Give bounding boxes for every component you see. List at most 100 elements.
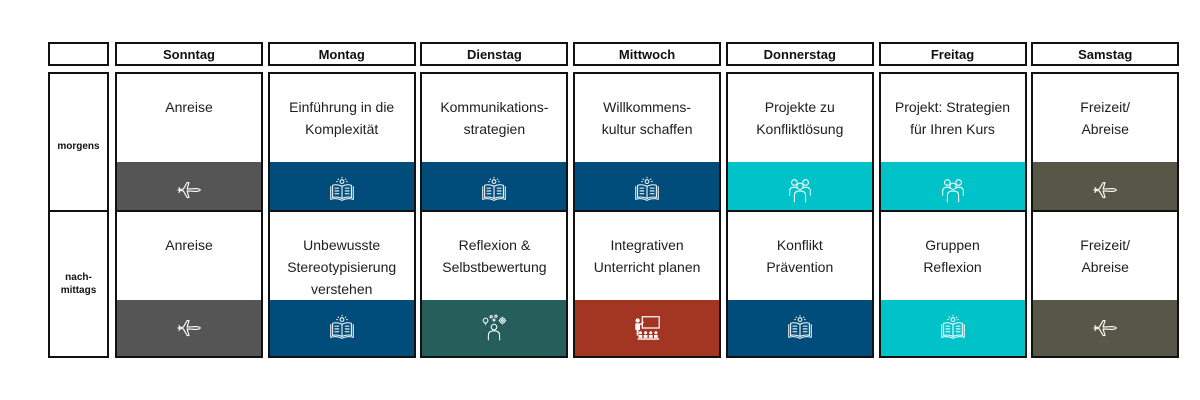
day-header: Dienstag: [420, 42, 569, 66]
time-of-day-label: nach-mittags: [48, 210, 109, 358]
session-cell: Freizeit/Abreise: [1031, 72, 1180, 220]
session-title: Reflexion & Selbstbewertung: [422, 212, 566, 288]
session-color-band: [422, 300, 567, 356]
session-title-text: Freizeit/Abreise: [1080, 96, 1130, 150]
session-title-line: Stereotypisierung: [287, 259, 397, 275]
open-book-icon: [785, 313, 815, 343]
session-title-line: für Ihren Kurs: [910, 121, 995, 137]
session-title-line: Kommunikations-: [440, 99, 549, 115]
day-header: Donnerstag: [725, 42, 874, 66]
session-color-band: [575, 300, 720, 356]
airplane-icon: [174, 313, 204, 343]
time-of-day-line: morgens: [57, 140, 100, 152]
session-color-band: [269, 300, 414, 356]
session-color-band: [422, 162, 567, 218]
session-title-line: Abreise: [1081, 121, 1129, 137]
session-color-band: [880, 162, 1025, 218]
session-title-line: Freizeit/: [1080, 99, 1131, 115]
open-book-icon: [327, 175, 357, 205]
session-title-line: Einführung in die: [289, 99, 395, 115]
teacher-class-icon: [632, 313, 662, 343]
day-header: Mittwoch: [573, 42, 722, 66]
header-corner: [48, 42, 109, 66]
session-title: Willkommens-kultur schaffen: [575, 74, 719, 150]
time-of-day-text: morgens: [57, 140, 99, 153]
session-title-line: Reflexion: [923, 259, 982, 275]
open-book-icon: [327, 313, 357, 343]
open-book-icon: [632, 175, 662, 205]
session-title: Freizeit/Abreise: [1033, 74, 1177, 150]
session-title-line: Reflexion &: [458, 237, 531, 253]
session-cell: Anreise: [115, 210, 263, 358]
session-title-line: Projekte zu: [764, 99, 835, 115]
session-color-band: [117, 162, 261, 218]
airplane-icon: [1090, 313, 1120, 343]
airplane-icon: [174, 175, 204, 205]
session-title-line: Freizeit/: [1080, 237, 1131, 253]
session-title-text: Willkommens-kultur schaffen: [602, 96, 693, 150]
session-title-line: Abreise: [1081, 259, 1129, 275]
open-book-icon: [938, 313, 968, 343]
session-title-line: Konflikt: [776, 237, 823, 253]
session-title: Kommunikations-strategien: [422, 74, 566, 150]
group-icon: [785, 175, 815, 205]
session-title-text: Anreise: [165, 96, 212, 150]
open-book-icon: [479, 175, 509, 205]
session-cell: Freizeit/Abreise: [1031, 210, 1180, 358]
thinking-person-icon: [479, 313, 509, 343]
session-title-line: kultur schaffen: [601, 121, 693, 137]
session-title-line: Gruppen: [925, 237, 980, 253]
session-title: Freizeit/Abreise: [1033, 212, 1177, 288]
session-color-band: [269, 162, 414, 218]
session-color-band: [575, 162, 720, 218]
session-title: Anreise: [117, 74, 261, 150]
session-color-band: [1033, 300, 1178, 356]
session-color-band: [1033, 162, 1178, 218]
session-title-line: Projekt: Strategien: [894, 99, 1011, 115]
day-header: Sonntag: [115, 42, 263, 66]
session-title-text: Freizeit/Abreise: [1080, 234, 1130, 288]
session-title-text: Kommunikations-strategien: [440, 96, 548, 150]
session-title-line: Integrativen: [610, 237, 684, 253]
session-color-band: [880, 300, 1025, 356]
session-title: Projekt: Strategien für Ihren Kurs: [881, 74, 1025, 150]
session-title-line: Unbewusste: [303, 237, 381, 253]
session-title-line: Willkommens-: [603, 99, 692, 115]
session-title-line: Selbstbewertung: [442, 259, 547, 275]
time-of-day-text: nach-mittags: [61, 271, 97, 297]
day-header: Freitag: [878, 42, 1027, 66]
session-cell: Willkommens-kultur schaffen: [573, 72, 722, 220]
session-title-line: Unterricht planen: [593, 259, 701, 275]
session-title-text: Projekt: Strategien für Ihren Kurs: [895, 96, 1010, 150]
session-cell: Reflexion & Selbstbewertung: [420, 210, 569, 358]
session-title-text: Anreise: [165, 234, 212, 288]
session-title-line: Anreise: [165, 237, 213, 253]
session-cell: Projekt: Strategien für Ihren Kurs: [878, 72, 1027, 220]
session-title: Anreise: [117, 212, 261, 288]
session-color-band: [727, 300, 872, 356]
session-color-band: [727, 162, 872, 218]
airplane-icon: [1090, 175, 1120, 205]
session-title-text: Reflexion & Selbstbewertung: [442, 234, 546, 288]
time-of-day-label: morgens: [48, 72, 109, 220]
session-title-line: strategien: [463, 121, 526, 137]
session-cell: Kommunikations-strategien: [420, 72, 569, 220]
session-title-line: Komplexität: [305, 121, 379, 137]
time-of-day-line: mittags: [60, 285, 97, 296]
